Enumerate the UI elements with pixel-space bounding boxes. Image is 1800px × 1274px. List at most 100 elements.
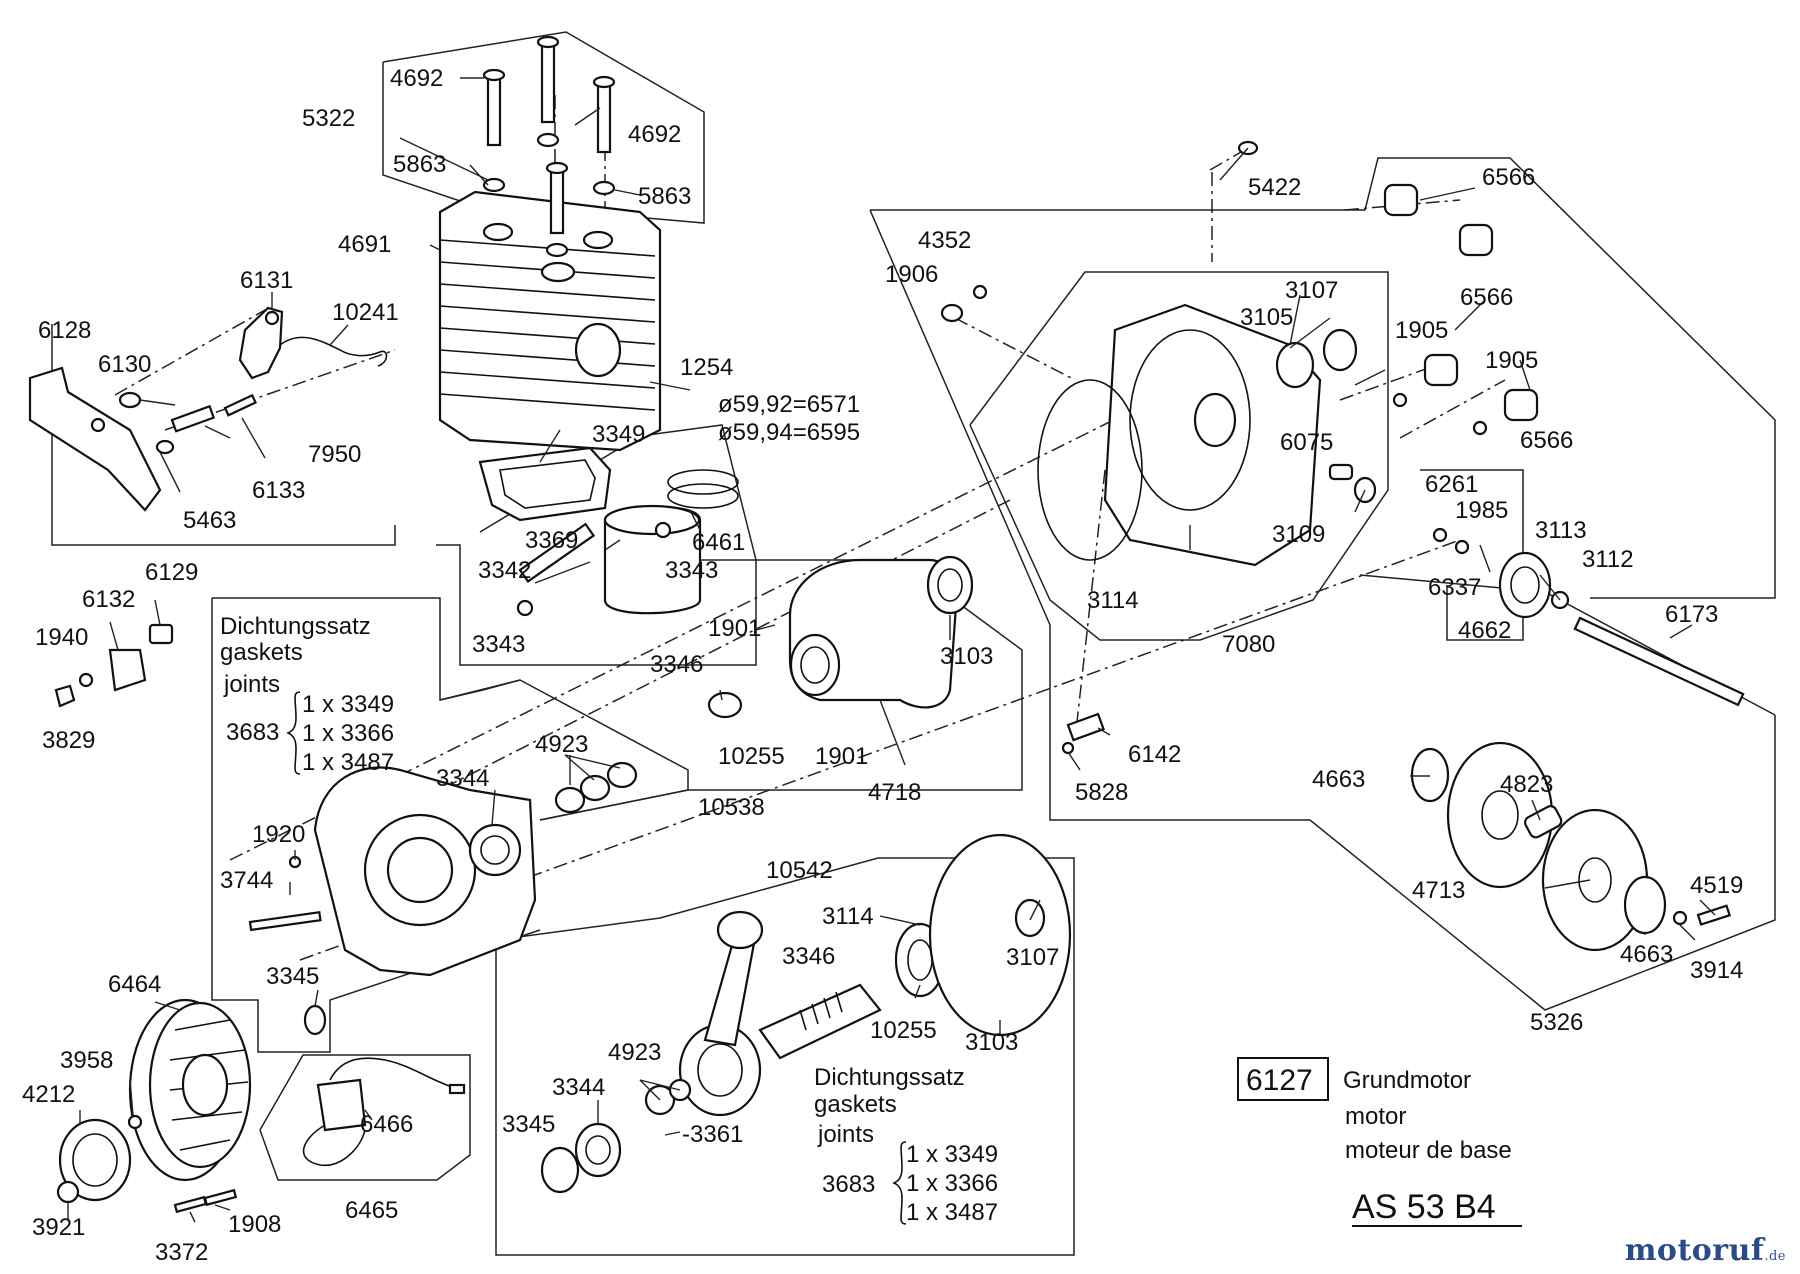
- label-3829: 3829: [42, 727, 95, 754]
- label-3103a: 3103: [940, 643, 993, 670]
- label-10542: 10542: [766, 857, 833, 884]
- label-3107b: 3107: [1006, 944, 1059, 971]
- label-3369: 3369: [525, 527, 578, 554]
- label-1985: 1985: [1455, 497, 1508, 524]
- label-6142: 6142: [1128, 741, 1181, 768]
- label-1901b: 1901: [815, 743, 868, 770]
- label-1940: 1940: [35, 624, 88, 651]
- label-3958: 3958: [60, 1047, 113, 1074]
- label-1908: 1908: [228, 1211, 281, 1238]
- gasket-set-bottom-item-3: 1 x 3487: [906, 1199, 998, 1226]
- label-5422: 5422: [1248, 174, 1301, 201]
- gasket-set-bottom-title-de: Dichtungssatz: [814, 1064, 965, 1091]
- label-7080: 7080: [1222, 631, 1275, 658]
- label-6132: 6132: [82, 586, 135, 613]
- label-6465: 6465: [345, 1197, 398, 1224]
- clutch-assembly-5326: [1061, 712, 1732, 952]
- label-10538: 10538: [698, 794, 765, 821]
- label-3114a: 3114: [1087, 587, 1139, 614]
- label-6566a: 6566: [1482, 164, 1535, 191]
- watermark-logo: motoruf.de: [1625, 1233, 1786, 1268]
- label-4718: 4718: [868, 779, 921, 806]
- main-part-number: 6127: [1246, 1064, 1313, 1097]
- label-4212: 4212: [22, 1081, 75, 1108]
- gasket-set-bottom-number: 3683: [822, 1171, 875, 1198]
- label-10255a: 10255: [718, 743, 785, 770]
- label-3346b: 3346: [782, 943, 835, 970]
- label-6173: 6173: [1665, 601, 1718, 628]
- ignition-coil-6466: [173, 1057, 466, 1214]
- label-6337: 6337: [1428, 574, 1481, 601]
- gasket-set-bottom-item-2: 1 x 3366: [906, 1170, 998, 1197]
- part-labels: 4692 5322 4692 5863 5863 4691 6131 10241…: [22, 65, 1743, 1266]
- label-1254: 1254: [680, 354, 733, 381]
- label-3361: -3361: [682, 1121, 743, 1148]
- label-3343b: 3343: [472, 631, 525, 658]
- label-3345a: 3345: [266, 963, 319, 990]
- label-5322: 5322: [302, 105, 355, 132]
- gasket-set-left-number: 3683: [226, 719, 279, 746]
- label-6131: 6131: [240, 267, 293, 294]
- label-4692b: 4692: [628, 121, 681, 148]
- label-6128: 6128: [38, 317, 91, 344]
- label-3921: 3921: [32, 1214, 85, 1241]
- main-part-number-box: [1237, 1057, 1329, 1101]
- label-6075: 6075: [1280, 429, 1333, 456]
- label-10255b: 10255: [870, 1017, 937, 1044]
- oil-pump-gear: [1432, 527, 1745, 707]
- label-7950: 7950: [308, 441, 361, 468]
- model-designation: AS 53 B4: [1352, 1188, 1496, 1226]
- label-5326: 5326: [1530, 1009, 1583, 1036]
- gasket-set-left-title-fr: joints: [223, 671, 280, 698]
- label-3112: 3112: [1582, 546, 1634, 573]
- label-4923a: 4923: [535, 731, 588, 758]
- label-5863b: 5863: [638, 183, 691, 210]
- label-1905b: 1905: [1485, 347, 1538, 374]
- label-3103b: 3103: [965, 1029, 1018, 1056]
- label-4713: 4713: [1412, 877, 1465, 904]
- ignition-switch-parts: [54, 623, 174, 708]
- label-6133: 6133: [252, 477, 305, 504]
- watermark-suffix: .de: [1764, 1249, 1786, 1264]
- gasket-set-bottom-item-1: 1 x 3349: [906, 1141, 998, 1168]
- label-3744: 3744: [220, 867, 273, 894]
- label-6130: 6130: [98, 351, 151, 378]
- gasket-set-left-title-de: Dichtungssatz: [220, 613, 371, 640]
- main-part-name-de: Grundmotor: [1343, 1067, 1471, 1094]
- cylinder-gasket-3349: [478, 446, 612, 522]
- cylinder-screws: [482, 35, 616, 258]
- leader-lines: [67, 77, 1716, 1223]
- label-3344a: 3344: [436, 765, 489, 792]
- label-3343a: 3343: [665, 557, 718, 584]
- crankcase-half-left: [248, 766, 537, 977]
- label-3342: 3342: [478, 557, 531, 584]
- gasket-set-bottom-title-en: gaskets: [814, 1091, 897, 1118]
- gasket-set-bottom: Dichtungssatz gaskets joints 3683 1 x 33…: [814, 1064, 998, 1226]
- label-4662: 4662: [1458, 617, 1511, 644]
- label-4519: 4519: [1690, 872, 1743, 899]
- crankcase-right-7080: [1037, 303, 1377, 567]
- label-3107a: 3107: [1285, 277, 1338, 304]
- gasket-set-left-item-1: 1 x 3349: [302, 691, 394, 718]
- label-4692a: 4692: [390, 65, 443, 92]
- label-1920: 1920: [252, 821, 305, 848]
- label-3344b: 3344: [552, 1074, 605, 1101]
- label-4352: 4352: [918, 227, 971, 254]
- label-3114b: 3114: [822, 903, 874, 930]
- label-6571: ø59,92=6571: [718, 391, 860, 418]
- label-4923b: 4923: [608, 1039, 661, 1066]
- main-part-name-fr: moteur de base: [1345, 1137, 1512, 1164]
- flywheel-6464: [56, 998, 327, 1204]
- cylinder-4691: [438, 190, 662, 452]
- label-3105: 3105: [1240, 304, 1293, 331]
- label-6261: 6261: [1425, 471, 1478, 498]
- label-6566b: 6566: [1460, 284, 1513, 311]
- label-5863a: 5863: [393, 151, 446, 178]
- label-3349: 3349: [592, 421, 645, 448]
- label-6461: 6461: [692, 529, 745, 556]
- label-1905a: 1905: [1395, 317, 1448, 344]
- rubber-mounts-6566: [940, 140, 1539, 436]
- gasket-set-left-item-2: 1 x 3366: [302, 720, 394, 747]
- main-part-legend: 6127 Grundmotor motor moteur de base AS …: [1237, 1057, 1522, 1227]
